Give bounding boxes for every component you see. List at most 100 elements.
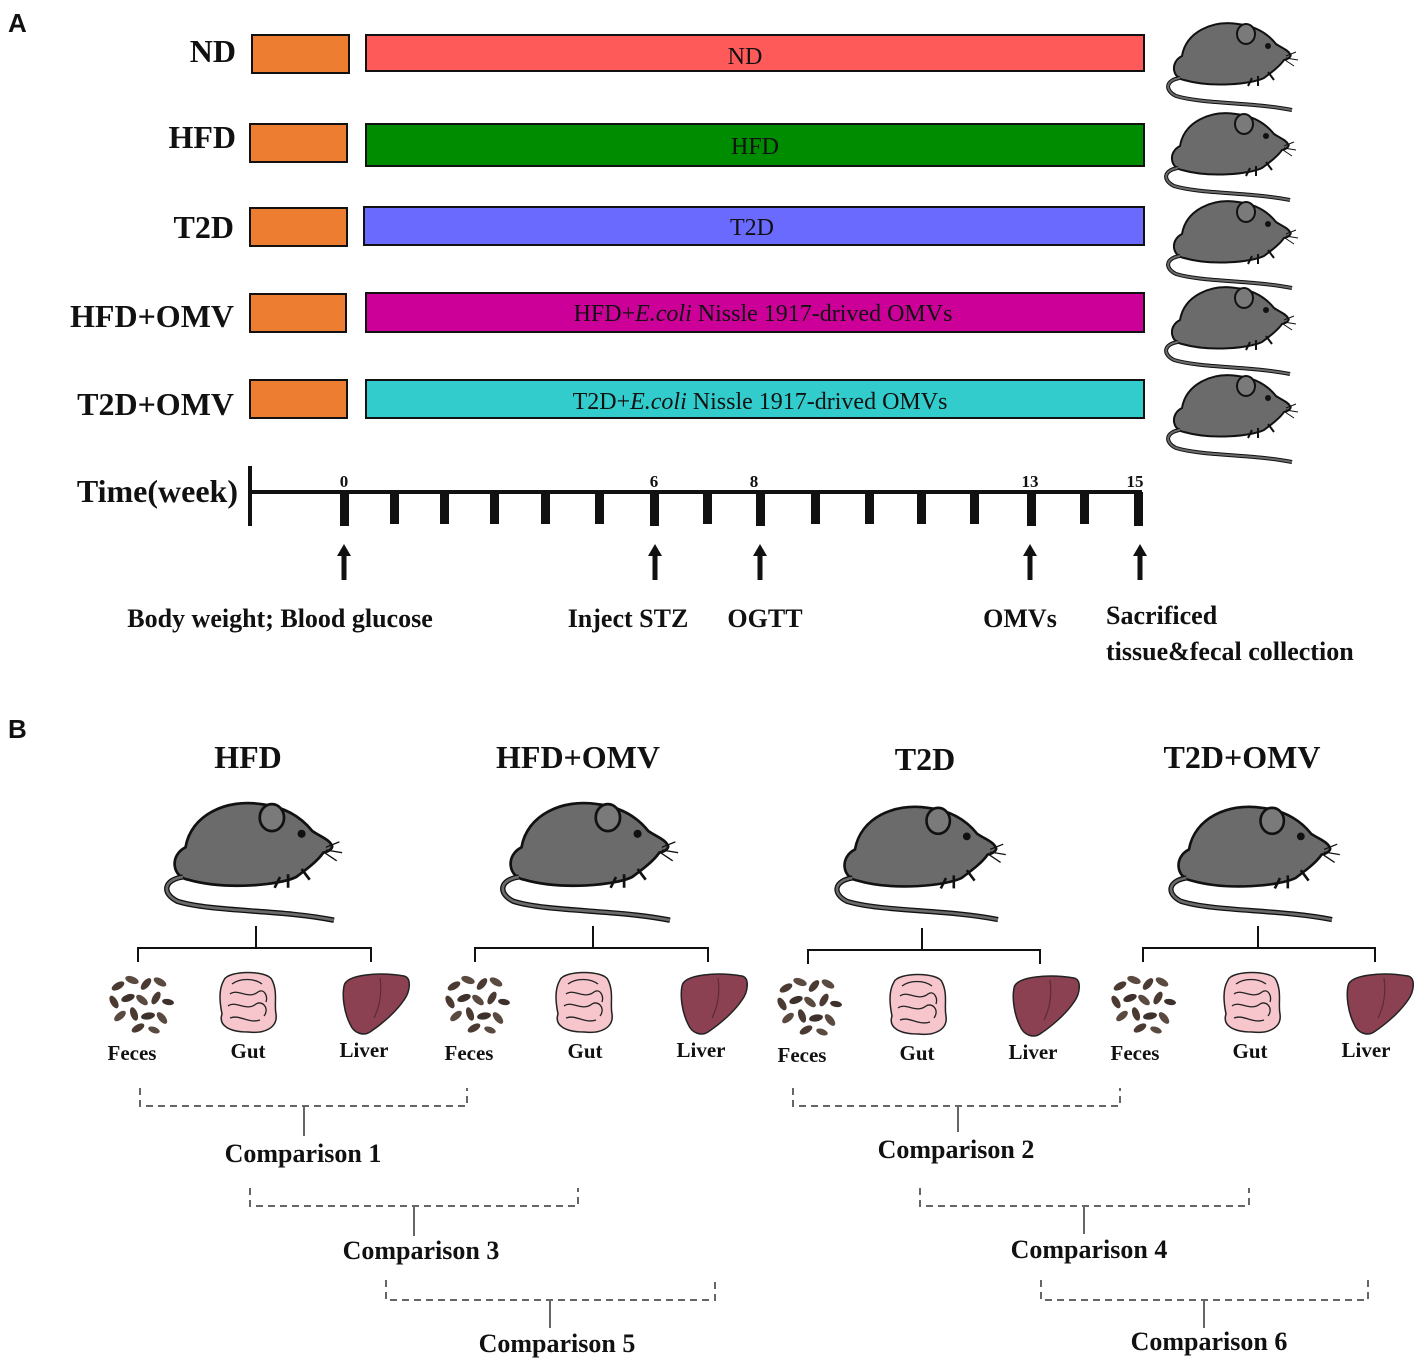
mouse-icon <box>837 807 1006 920</box>
tick <box>970 492 979 524</box>
comparison-label: Comparison 4 <box>1011 1235 1168 1264</box>
diet-bar-label: T2D+E.coli Nissle 1917-drived OMVs <box>573 389 948 415</box>
mouse-icon <box>1166 21 1300 112</box>
comparison-bracket <box>385 1280 716 1301</box>
diet-bar-label: HFD+E.coli Nissle 1917-drived OMVs <box>574 301 953 327</box>
tick-label: 8 <box>750 472 759 491</box>
tick <box>490 492 499 524</box>
feces-icon <box>775 976 843 1037</box>
arrow-up-icon <box>648 544 662 580</box>
tick <box>541 492 550 524</box>
mouse-icon <box>503 803 678 920</box>
mouse-icon <box>1164 111 1298 202</box>
timeline-minor-ticks <box>340 492 1143 526</box>
tick-label: 0 <box>340 472 349 491</box>
comparison-bracket <box>139 1088 468 1107</box>
group-title: T2D+OMV <box>1164 739 1321 775</box>
event-label: OMVs <box>983 604 1057 633</box>
tick <box>865 492 874 524</box>
comparison-label: Comparison 2 <box>878 1135 1035 1164</box>
tick <box>703 492 712 524</box>
panel-b-group: T2D+OMV Feces Gut Liver <box>1109 739 1415 1065</box>
bracket <box>474 926 709 962</box>
sample-label: Liver <box>1342 1038 1391 1062</box>
liver-icon <box>680 973 749 1035</box>
bracket <box>1142 926 1376 962</box>
sample-label: Feces <box>108 1041 157 1065</box>
event-label: Body weight; Blood glucose <box>127 604 433 633</box>
tick <box>340 492 349 526</box>
diet-bar <box>363 206 1145 246</box>
panel-b-label: B <box>8 714 27 744</box>
comparison-bracket <box>792 1088 1121 1107</box>
panel-a-label: A <box>8 8 27 38</box>
feces-icon <box>1109 974 1177 1035</box>
arrow-up-icon <box>1023 544 1037 580</box>
sample-label: Gut <box>567 1039 602 1063</box>
group-label: T2D <box>174 209 234 245</box>
feces-icon <box>443 974 511 1035</box>
sample-label: Gut <box>230 1039 265 1063</box>
group-row: T2D+OMV T2D+E.coli Nissle 1917-drived OM… <box>77 373 1300 464</box>
gut-icon <box>1223 971 1281 1034</box>
mouse-icon <box>1171 807 1340 920</box>
sample-label: Gut <box>899 1041 934 1065</box>
prefeed-bar <box>249 123 348 163</box>
group-title: T2D <box>895 741 955 777</box>
tick <box>917 492 926 524</box>
tick <box>1080 492 1089 524</box>
sample-label: Liver <box>340 1038 389 1062</box>
bracket <box>137 926 372 962</box>
prefeed-bar <box>249 293 347 333</box>
tick <box>440 492 449 524</box>
bracket <box>807 928 1041 964</box>
sample-label: Liver <box>1009 1040 1058 1064</box>
panel-b-group: T2D Feces Gut Liver <box>775 741 1081 1067</box>
feces-icon <box>107 974 175 1035</box>
prefeed-bar <box>249 207 348 247</box>
group-row: ND ND <box>190 21 1300 112</box>
arrow-up-icon <box>337 544 351 580</box>
comparison-bracket <box>1040 1280 1369 1301</box>
mouse-icon <box>1164 285 1298 376</box>
liver-icon <box>1346 973 1415 1035</box>
group-label: T2D+OMV <box>77 386 234 422</box>
liver-icon <box>342 973 411 1035</box>
event-label-line2: tissue&fecal collection <box>1106 637 1354 666</box>
tick <box>390 492 399 524</box>
prefeed-bar <box>249 379 348 419</box>
group-title: HFD <box>214 739 282 775</box>
panel-b-group: HFD+OMV Feces Gut Liver <box>443 739 749 1065</box>
diet-bar-label: ND <box>728 44 763 70</box>
gut-icon <box>219 971 277 1034</box>
event-label: Inject STZ <box>568 604 689 633</box>
group-row: HFD+OMV HFD+E.coli Nissle 1917-drived OM… <box>70 285 1298 376</box>
sample-label: Feces <box>1111 1041 1160 1065</box>
group-label: ND <box>190 33 236 69</box>
arrow-up-icon <box>753 544 767 580</box>
group-label: HFD+OMV <box>70 298 234 334</box>
liver-icon <box>1012 975 1081 1037</box>
gut-icon <box>555 971 613 1034</box>
sample-label: Gut <box>1232 1039 1267 1063</box>
comparison-bracket <box>919 1188 1250 1207</box>
tick-label: 13 <box>1022 472 1039 491</box>
tick-label: 15 <box>1127 472 1144 491</box>
tick-label: 6 <box>650 472 659 491</box>
comparison-bracket <box>249 1188 579 1207</box>
prefeed-bar <box>251 34 350 74</box>
tick <box>811 492 820 524</box>
diet-bar <box>365 123 1145 167</box>
diet-bar-label: T2D <box>730 215 774 241</box>
arrow-up-icon <box>1133 544 1147 580</box>
tick <box>595 492 604 524</box>
comparison-label: Comparison 3 <box>343 1236 500 1265</box>
mouse-icon <box>1166 199 1300 290</box>
tick <box>650 492 659 526</box>
comparison-brackets <box>139 1088 1369 1328</box>
comparison-label: Comparison 5 <box>479 1329 636 1358</box>
comparison-label: Comparison 1 <box>225 1139 382 1168</box>
group-title: HFD+OMV <box>496 739 660 775</box>
